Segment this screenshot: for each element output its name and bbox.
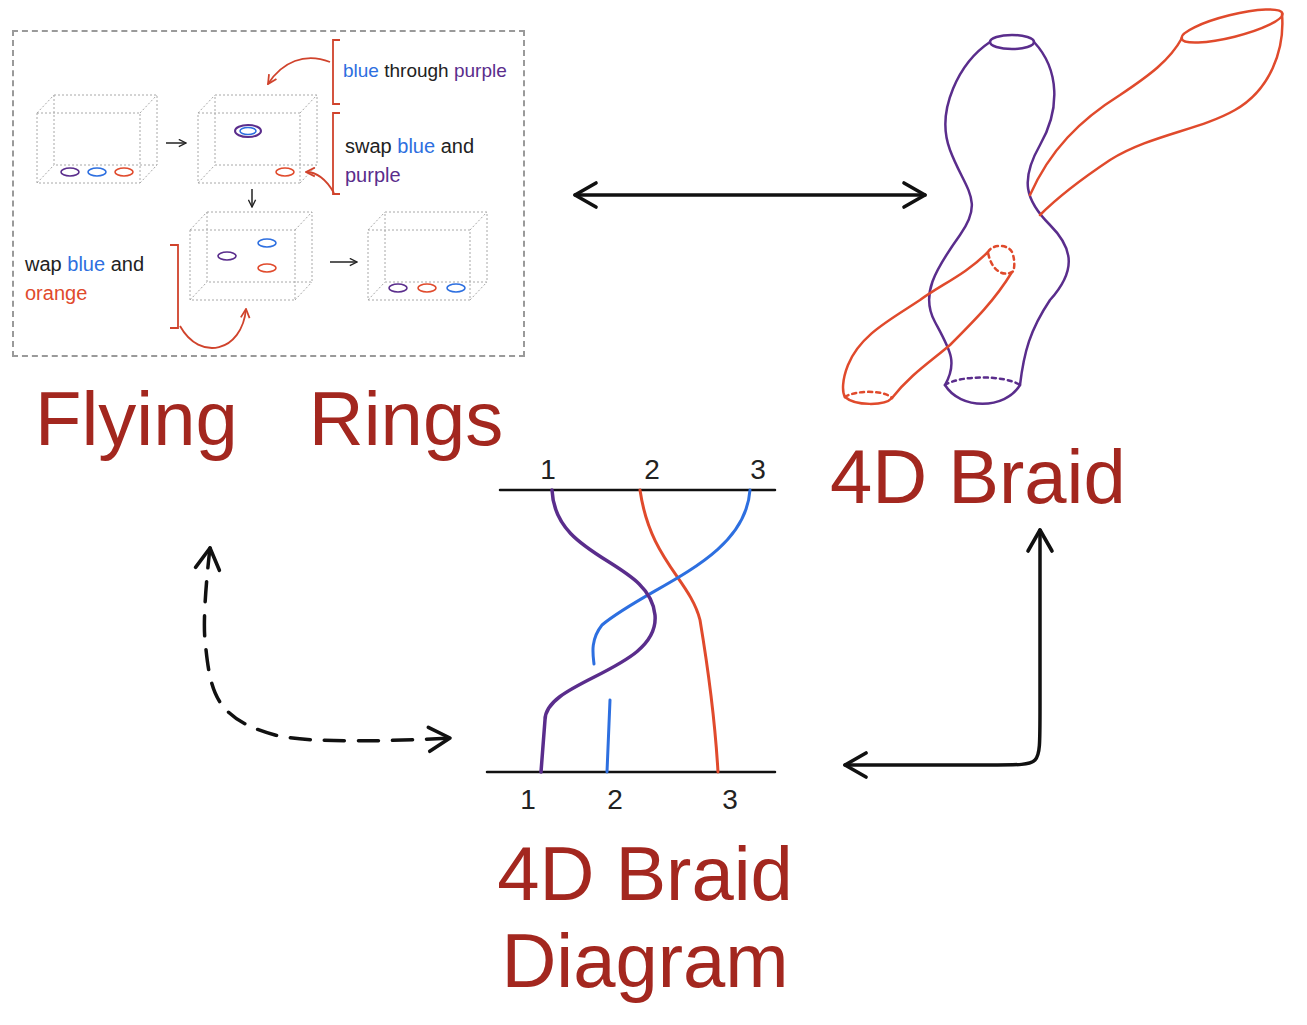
purple-surface	[929, 42, 990, 385]
blue-ring	[88, 168, 106, 176]
strand-number: 3	[750, 455, 766, 486]
braid-boundary	[487, 771, 775, 774]
orange-ring	[276, 168, 294, 176]
orange-surface	[843, 252, 988, 397]
strand-number: 1	[540, 455, 556, 486]
label-anchor: 1	[540, 455, 556, 486]
orange-surface	[1040, 14, 1282, 215]
step-note: swap blue and purple	[345, 132, 510, 190]
orange-tube-end	[845, 397, 892, 404]
blue-ring	[240, 128, 256, 135]
strand-number: 2	[607, 785, 623, 816]
step-note: blue through purple	[343, 57, 507, 85]
strand-number: 1	[520, 785, 536, 816]
purple-ring	[218, 252, 236, 260]
callout-arrow	[268, 58, 330, 84]
purple-surface	[1020, 42, 1069, 385]
purple-strand	[541, 490, 655, 772]
step-arrow	[330, 261, 357, 263]
label-anchor: 1	[520, 785, 536, 816]
connector	[845, 530, 1040, 765]
wireframe-box	[190, 212, 312, 300]
orange-surface	[892, 272, 1012, 398]
orange-ring	[258, 264, 276, 272]
braid-boundary	[500, 489, 775, 492]
purple-tube-end	[945, 385, 1020, 404]
connector	[575, 193, 925, 197]
purple-tube-end	[990, 35, 1034, 49]
step-note: wap blue and orange	[25, 250, 170, 308]
step-arrow	[166, 142, 186, 144]
orange-tube-end	[845, 392, 892, 398]
dashed-connector	[204, 548, 450, 741]
callout-arrow	[306, 172, 334, 193]
label-anchor: 3	[722, 785, 738, 816]
label-anchor: 2	[644, 455, 660, 486]
blue-ring	[447, 284, 465, 292]
purple-ring	[389, 284, 407, 292]
braid-4d-figure: 4D Braid	[930, 5, 1285, 520]
figure-title: 4D Braid	[830, 433, 1126, 520]
braid-diagram-figure: 4D Braid Diagram	[455, 455, 835, 1005]
figure-title: Flying Rings	[35, 375, 503, 462]
wireframe-box	[198, 95, 317, 183]
orange-ring	[115, 168, 133, 176]
blue-ring	[258, 239, 276, 247]
label-anchor: swap blue and purple	[345, 132, 510, 190]
figure-title: 4D Braid Diagram	[455, 830, 835, 1005]
purple-ring	[61, 168, 79, 176]
label-anchor: wap blue and orange	[25, 250, 170, 308]
label-anchor: 2	[607, 785, 623, 816]
bracket	[333, 40, 340, 104]
orange-tube-end	[988, 246, 1014, 274]
bracket	[333, 113, 340, 194]
blue-strand	[607, 700, 610, 772]
flying-rings-panel: Flying Rings	[12, 30, 525, 540]
orange-ring	[418, 284, 436, 292]
blue-strand	[593, 490, 750, 664]
purple-tube-end	[945, 378, 1020, 386]
callout-arrow	[180, 309, 246, 348]
label-anchor: blue through purple	[343, 57, 507, 85]
wireframe-box	[368, 212, 487, 300]
step-arrow	[251, 189, 253, 207]
orange-tube-end	[1179, 3, 1285, 50]
bracket	[170, 245, 178, 328]
purple-ring	[235, 125, 261, 137]
strand-number: 3	[722, 785, 738, 816]
strand-number: 2	[644, 455, 660, 486]
orange-surface	[1030, 38, 1182, 195]
wireframe-box	[37, 95, 157, 183]
label-anchor: 3	[750, 455, 766, 486]
